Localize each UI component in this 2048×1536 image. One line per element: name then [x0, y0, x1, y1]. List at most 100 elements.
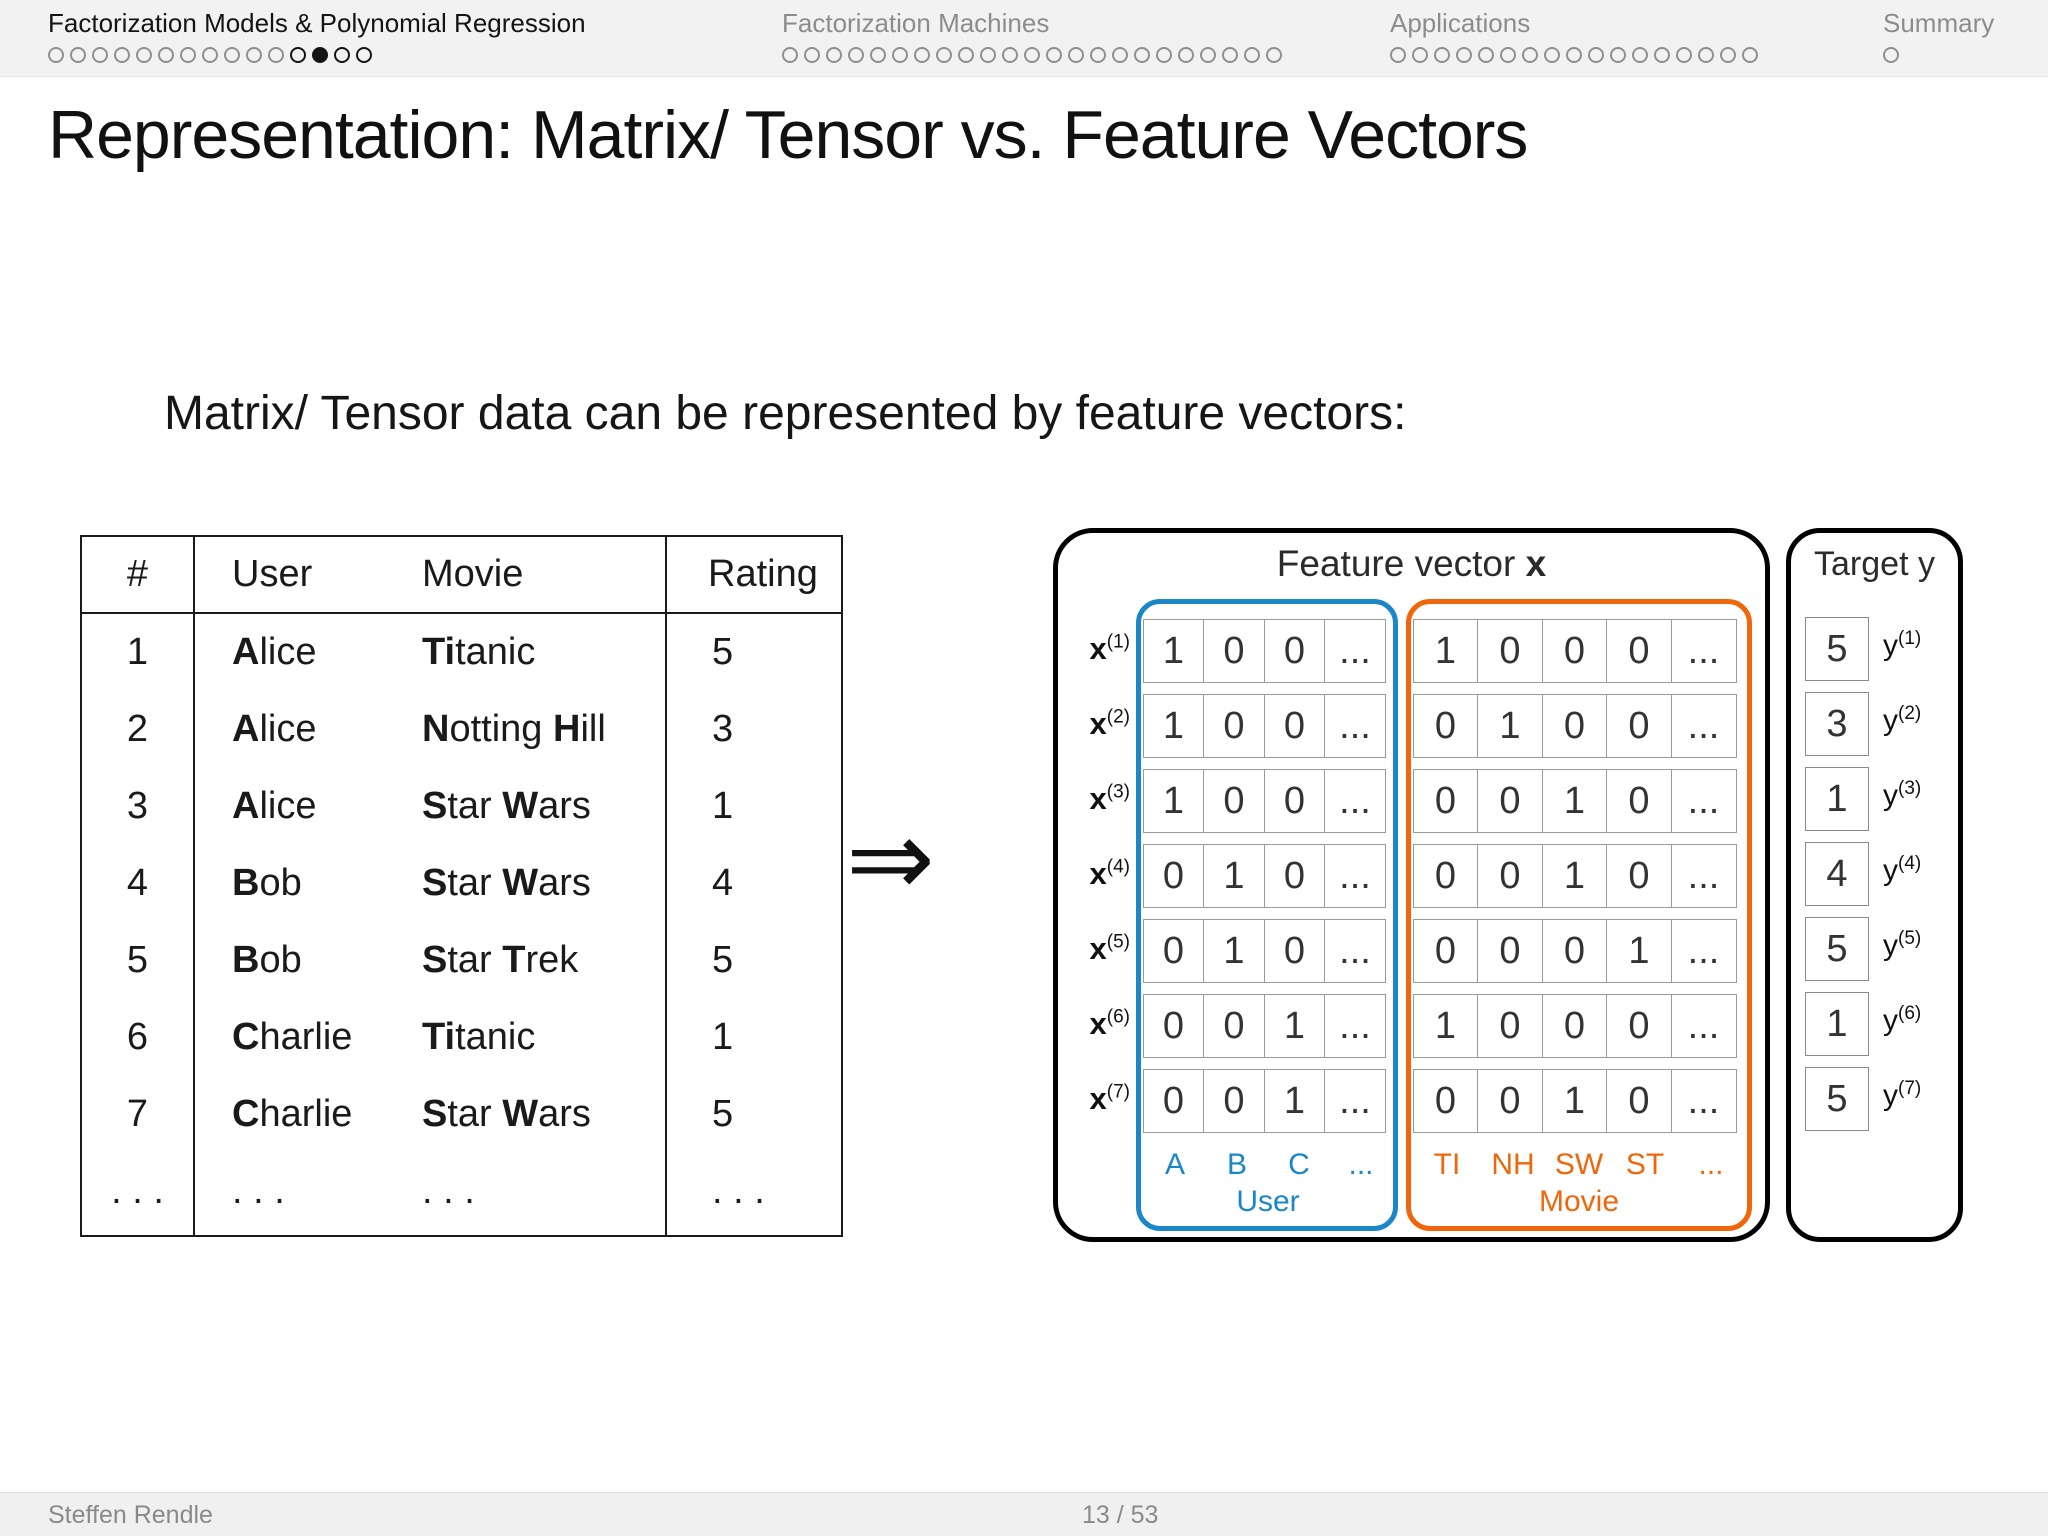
nav-section-factorization-machines: Factorization Machines: [782, 8, 1282, 63]
nav-slide-dot[interactable]: [1412, 46, 1428, 63]
row-user: Alice: [232, 785, 317, 827]
nav-slide-dot[interactable]: [1654, 46, 1670, 63]
nav-slide-dot[interactable]: [246, 46, 262, 63]
nav-slide-dot[interactable]: [1090, 46, 1106, 63]
feature-cell: 0: [1142, 919, 1205, 983]
nav-dots-row: [1390, 46, 1758, 63]
nav-slide-dot[interactable]: [1588, 46, 1604, 63]
nav-slide-dot[interactable]: [158, 46, 174, 63]
nav-slide-dot[interactable]: [1566, 46, 1582, 63]
nav-section-title[interactable]: Summary: [1883, 8, 1995, 38]
nav-slide-dot[interactable]: [1046, 46, 1062, 63]
nav-slide-dot[interactable]: [1610, 46, 1626, 63]
nav-slide-dot[interactable]: [1720, 46, 1736, 63]
nav-slide-dot[interactable]: [958, 46, 974, 63]
nav-slide-dot[interactable]: [914, 46, 930, 63]
nav-slide-dot[interactable]: [848, 46, 864, 63]
row-rating: 1: [712, 1016, 734, 1058]
feature-cell: 0: [1541, 994, 1608, 1058]
feature-cell: 1: [1541, 844, 1608, 908]
nav-slide-dot[interactable]: [1266, 46, 1282, 63]
nav-slide-dot[interactable]: [334, 46, 350, 63]
nav-slide-dot[interactable]: [1222, 46, 1238, 63]
feature-cell: 0: [1412, 844, 1479, 908]
nav-section-title[interactable]: Applications: [1390, 8, 1531, 38]
nav-slide-dot[interactable]: [782, 46, 798, 63]
nav-slide-dot[interactable]: [114, 46, 130, 63]
feature-cell: 0: [1263, 769, 1326, 833]
nav-slide-dot[interactable]: [804, 46, 820, 63]
nav-section-title[interactable]: Factorization Machines: [782, 8, 1050, 38]
nav-slide-dot[interactable]: [1522, 46, 1538, 63]
nav-slide-dot[interactable]: [312, 46, 328, 63]
feature-cell: 0: [1203, 769, 1265, 833]
target-label: y(3): [1883, 778, 1922, 812]
nav-slide-dot[interactable]: [92, 46, 108, 63]
feature-cell: 0: [1541, 619, 1608, 683]
nav-slide-dot[interactable]: [1200, 46, 1216, 63]
nav-slide-dot[interactable]: [1244, 46, 1260, 63]
feature-cell: ...: [1670, 1069, 1737, 1133]
nav-slide-dot[interactable]: [1002, 46, 1018, 63]
nav-slide-dot[interactable]: [290, 46, 306, 63]
nav-slide-dot[interactable]: [224, 46, 240, 63]
feature-cell: ...: [1324, 844, 1386, 908]
row-movie: Star Wars: [422, 785, 591, 827]
feature-row-label: x(3): [1089, 781, 1130, 816]
row-rating: 5: [712, 631, 734, 673]
nav-slide-dot[interactable]: [202, 46, 218, 63]
target-label: y(2): [1883, 703, 1922, 737]
nav-section-title[interactable]: Factorization Models & Polynomial Regres…: [48, 8, 586, 38]
nav-slide-dot[interactable]: [180, 46, 196, 63]
nav-slide-dot[interactable]: [892, 46, 908, 63]
feature-cell: 0: [1477, 919, 1543, 983]
nav-slide-dot[interactable]: [268, 46, 284, 63]
col-header-movie: Movie: [422, 553, 524, 595]
nav-slide-dot[interactable]: [356, 46, 372, 63]
feature-cell: 1: [1412, 619, 1479, 683]
nav-slide-dot[interactable]: [1676, 46, 1692, 63]
row-movie: Titanic: [422, 631, 536, 673]
nav-slide-dot[interactable]: [1112, 46, 1128, 63]
feature-cell: 1: [1142, 694, 1205, 758]
nav-slide-dot[interactable]: [1742, 46, 1758, 63]
target-label: y(4): [1883, 853, 1922, 887]
nav-slide-dot[interactable]: [48, 46, 64, 63]
nav-slide-dot[interactable]: [1068, 46, 1084, 63]
feature-cell: 1: [1203, 844, 1265, 908]
nav-slide-dot[interactable]: [1134, 46, 1150, 63]
nav-slide-dot[interactable]: [1156, 46, 1172, 63]
nav-slide-dot[interactable]: [936, 46, 952, 63]
target-value-box: 1: [1805, 992, 1869, 1056]
nav-slide-dot[interactable]: [826, 46, 842, 63]
nav-slide-dot[interactable]: [1500, 46, 1516, 63]
nav-section-factorization-models: Factorization Models & Polynomial Regres…: [48, 8, 586, 63]
nav-slide-dot[interactable]: [870, 46, 886, 63]
nav-slide-dot[interactable]: [70, 46, 86, 63]
table-header-row: # User Movie Rating: [82, 537, 841, 614]
nav-slide-dot[interactable]: [1024, 46, 1040, 63]
nav-slide-dot[interactable]: [1390, 46, 1406, 63]
nav-slide-dot[interactable]: [1544, 46, 1560, 63]
nav-dots-row: [48, 46, 586, 63]
nav-slide-dot[interactable]: [980, 46, 996, 63]
nav-slide-dot[interactable]: [1883, 46, 1899, 63]
nav-slide-dot[interactable]: [1456, 46, 1472, 63]
nav-slide-dot[interactable]: [1434, 46, 1450, 63]
nav-dots-row: [782, 46, 1282, 63]
nav-slide-dot[interactable]: [1178, 46, 1194, 63]
feature-cell: 1: [1541, 1069, 1608, 1133]
nav-slide-dot[interactable]: [136, 46, 152, 63]
feature-cell: 0: [1263, 619, 1326, 683]
nav-slide-dot[interactable]: [1698, 46, 1714, 63]
user-col-label: ...: [1348, 1148, 1374, 1181]
feature-cell: ...: [1324, 919, 1386, 983]
nav-slide-dot[interactable]: [1478, 46, 1494, 63]
nav-slide-dot[interactable]: [1632, 46, 1648, 63]
